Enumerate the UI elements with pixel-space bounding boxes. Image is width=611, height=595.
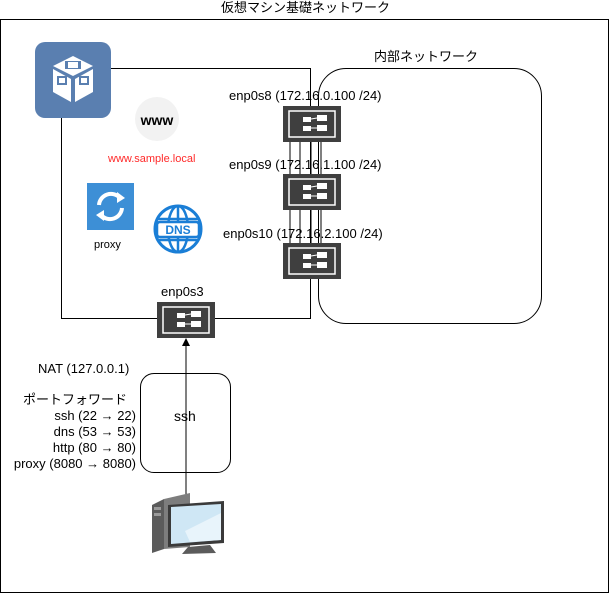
interface-label-enp0s10: enp0s10 (172.16.2.100 /24): [223, 226, 383, 241]
port-forward-rule: http (80 → 80): [52, 440, 136, 455]
client-pc-icon: [152, 493, 224, 554]
port-forward-rule: ssh (22 → 22): [54, 408, 136, 423]
www-icon: [135, 97, 179, 141]
www-label: www: [140, 112, 174, 128]
port-forward-rule: dns (53 → 53): [53, 424, 136, 439]
diagram-frame: [0, 19, 609, 593]
interface-label-enp0s9: enp0s9 (172.16.1.100 /24): [229, 157, 382, 172]
diagram-title: 仮想マシン基礎ネットワーク: [220, 0, 390, 15]
proxy-label: proxy: [94, 239, 121, 251]
internal-network-label: 内部ネットワーク: [374, 49, 479, 64]
nat-label: NAT (127.0.0.1): [38, 361, 130, 376]
nic-enp0s9-icon: [283, 174, 341, 210]
virtualbox-icon: [35, 42, 111, 118]
nic-enp0s10-icon: [283, 243, 341, 279]
internal-network-box: [318, 68, 542, 324]
dns-label: DNS: [165, 223, 191, 237]
proxy-icon: [87, 183, 134, 230]
port-forward-title: ポートフォワード: [23, 392, 128, 407]
dns-icon: [153, 204, 203, 254]
ssh-label: ssh: [174, 408, 196, 424]
interface-label-enp0s8: enp0s8 (172.16.0.100 /24): [229, 88, 382, 103]
nic-enp0s3-icon: [157, 302, 215, 338]
nic-enp0s8-icon: [283, 106, 341, 142]
port-forward-rule: proxy (8080 → 8080): [13, 456, 136, 471]
domain-label: www.sample.local: [108, 153, 196, 165]
interface-label-enp0s3: enp0s3: [161, 284, 204, 299]
